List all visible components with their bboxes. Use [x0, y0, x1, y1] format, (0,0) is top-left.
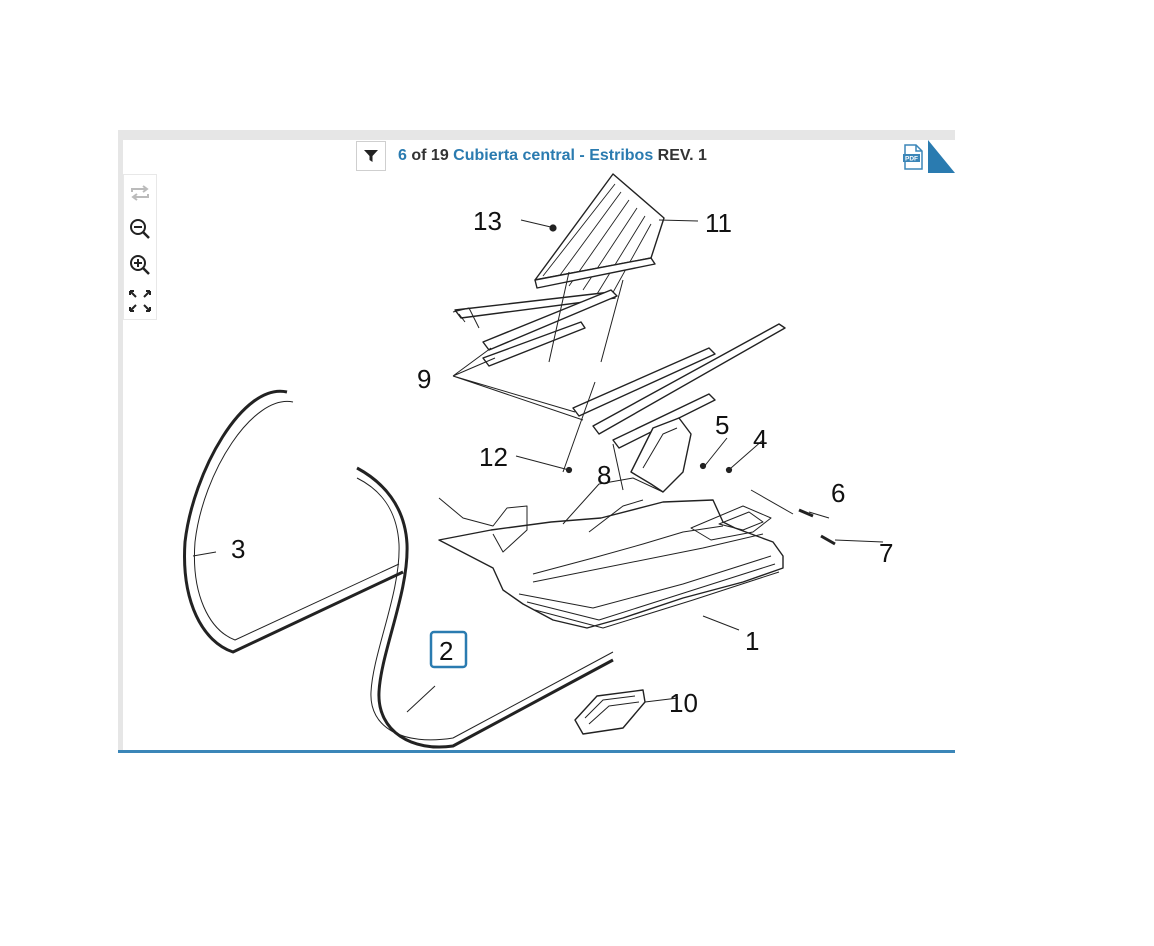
- callout-7[interactable]: 7: [879, 538, 893, 568]
- part-1-footboard: [438, 417, 784, 629]
- callout-8[interactable]: 8: [597, 460, 611, 490]
- viewer-frame-left: [118, 130, 123, 750]
- callout-10[interactable]: 10: [669, 688, 698, 718]
- part-9-trim-strips: [452, 289, 786, 449]
- callout-12[interactable]: 12: [479, 442, 508, 472]
- viewer-header: 6 of 19 Cubierta central - Estribos REV.…: [356, 140, 707, 172]
- callout-11[interactable]: 11: [705, 208, 732, 238]
- fit-screen-button[interactable]: [124, 283, 156, 319]
- rotate-icon: [131, 185, 149, 201]
- revision-label: REV. 1: [657, 147, 707, 164]
- filter-icon: [364, 150, 378, 162]
- fit-screen-icon: [129, 290, 151, 312]
- callout-1[interactable]: 1: [745, 626, 759, 656]
- filter-button[interactable]: [356, 141, 386, 171]
- parts-diagram: 13 11 9 5 4 8 12 6 7 1 3 10 2: [183, 173, 893, 749]
- zoom-out-icon: [130, 219, 150, 239]
- part-11-top-panel: [534, 173, 665, 297]
- part-3-seal: [183, 389, 404, 654]
- current-page: 6: [398, 147, 407, 164]
- part-2-edge-trim: [356, 466, 614, 749]
- viewer-frame-top: [118, 130, 955, 140]
- zoom-toolbar: [123, 174, 157, 320]
- pdf-icon: PDF: [903, 144, 923, 170]
- callout-9[interactable]: 9: [417, 364, 431, 394]
- part-10-tray: [574, 689, 646, 735]
- of-label: of: [411, 147, 427, 164]
- zoom-in-button[interactable]: [124, 247, 156, 283]
- callout-5[interactable]: 5: [715, 410, 729, 440]
- callout-3[interactable]: 3: [231, 534, 245, 564]
- callout-6[interactable]: 6: [831, 478, 845, 508]
- callout-4[interactable]: 4: [753, 424, 767, 454]
- leader-lines: [192, 219, 884, 713]
- pdf-download-button[interactable]: PDF: [902, 144, 924, 170]
- fasteners: [549, 224, 836, 546]
- zoom-in-icon: [130, 255, 150, 275]
- callout-2[interactable]: 2: [439, 636, 453, 666]
- rotate-button[interactable]: [124, 175, 156, 211]
- total-pages: 19: [430, 147, 449, 164]
- corner-fold-icon[interactable]: [928, 140, 955, 173]
- page-title[interactable]: Cubierta central - Estribos: [453, 147, 654, 164]
- diagram-viewer: 6 of 19 Cubierta central - Estribos REV.…: [118, 130, 955, 753]
- svg-text:PDF: PDF: [905, 156, 918, 163]
- page-info: 6 of 19 Cubierta central - Estribos REV.…: [398, 147, 707, 165]
- callout-2-selected[interactable]: 2: [429, 630, 468, 669]
- callout-13[interactable]: 13: [473, 206, 502, 236]
- zoom-out-button[interactable]: [124, 211, 156, 247]
